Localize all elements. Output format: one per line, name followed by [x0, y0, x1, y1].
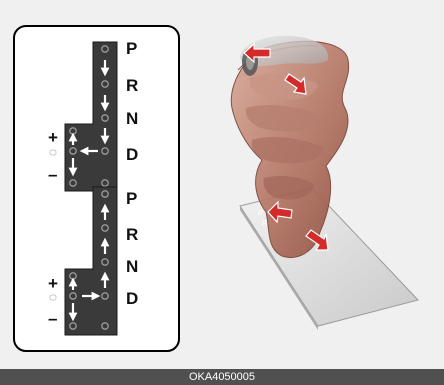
- illustration: P R N D + –: [0, 0, 444, 369]
- position-label-p: P: [126, 39, 137, 58]
- figure-caption: OKA4050005: [0, 369, 444, 385]
- minus-label: –: [48, 165, 57, 184]
- svg-text:P: P: [258, 209, 263, 218]
- plus-label: +: [48, 128, 58, 147]
- position-label-n: N: [126, 257, 138, 276]
- position-label-r: R: [126, 76, 138, 95]
- minus-label: –: [48, 309, 57, 328]
- position-label-d: D: [126, 145, 138, 164]
- plus-label: +: [48, 274, 58, 293]
- position-label-d: D: [126, 289, 138, 308]
- shifter-illustration: P R N D + –: [0, 0, 444, 369]
- position-label-p: P: [126, 189, 137, 208]
- position-label-n: N: [126, 109, 138, 128]
- position-label-r: R: [126, 225, 138, 244]
